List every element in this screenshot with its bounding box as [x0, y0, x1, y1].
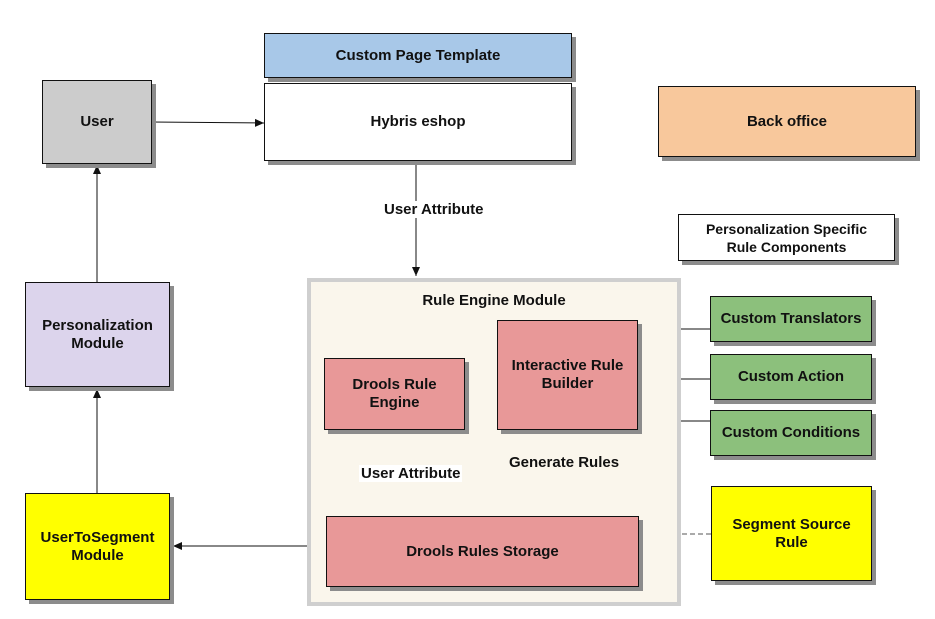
edge-label-eshop-to-rule-engine: User Attribute — [382, 201, 486, 218]
arrow-user-to-eshop — [150, 118, 265, 127]
custom-translators-node: Custom Translators — [710, 296, 872, 342]
user-node: User — [42, 80, 152, 164]
drools-rules-storage-node: Drools Rules Storage — [326, 516, 639, 587]
usertosegment-module-node: UserToSegment Module — [25, 493, 170, 600]
personalization-specific-rule-components-node: Personalization Specific Rule Components — [678, 214, 895, 261]
interactive-rule-builder-node: Interactive Rule Builder — [497, 320, 638, 430]
back-office-node: Back office — [658, 86, 916, 157]
edge-label-drools-engine-to-storage: User Attribute — [359, 465, 463, 482]
hybris-eshop-node: Hybris eshop — [264, 83, 572, 161]
custom-conditions-node: Custom Conditions — [710, 410, 872, 456]
rule-engine-module-title: Rule Engine Module — [422, 292, 566, 309]
drools-rule-engine-node: Drools Rule Engine — [324, 358, 465, 430]
segment-source-rule-node: Segment Source Rule — [711, 486, 872, 581]
personalization-module-node: Personalization Module — [25, 282, 170, 387]
custom-page-template-node: Custom Page Template — [264, 33, 572, 78]
custom-action-node: Custom Action — [710, 354, 872, 400]
edge-label-builder-to-storage: Generate Rules — [507, 454, 622, 471]
